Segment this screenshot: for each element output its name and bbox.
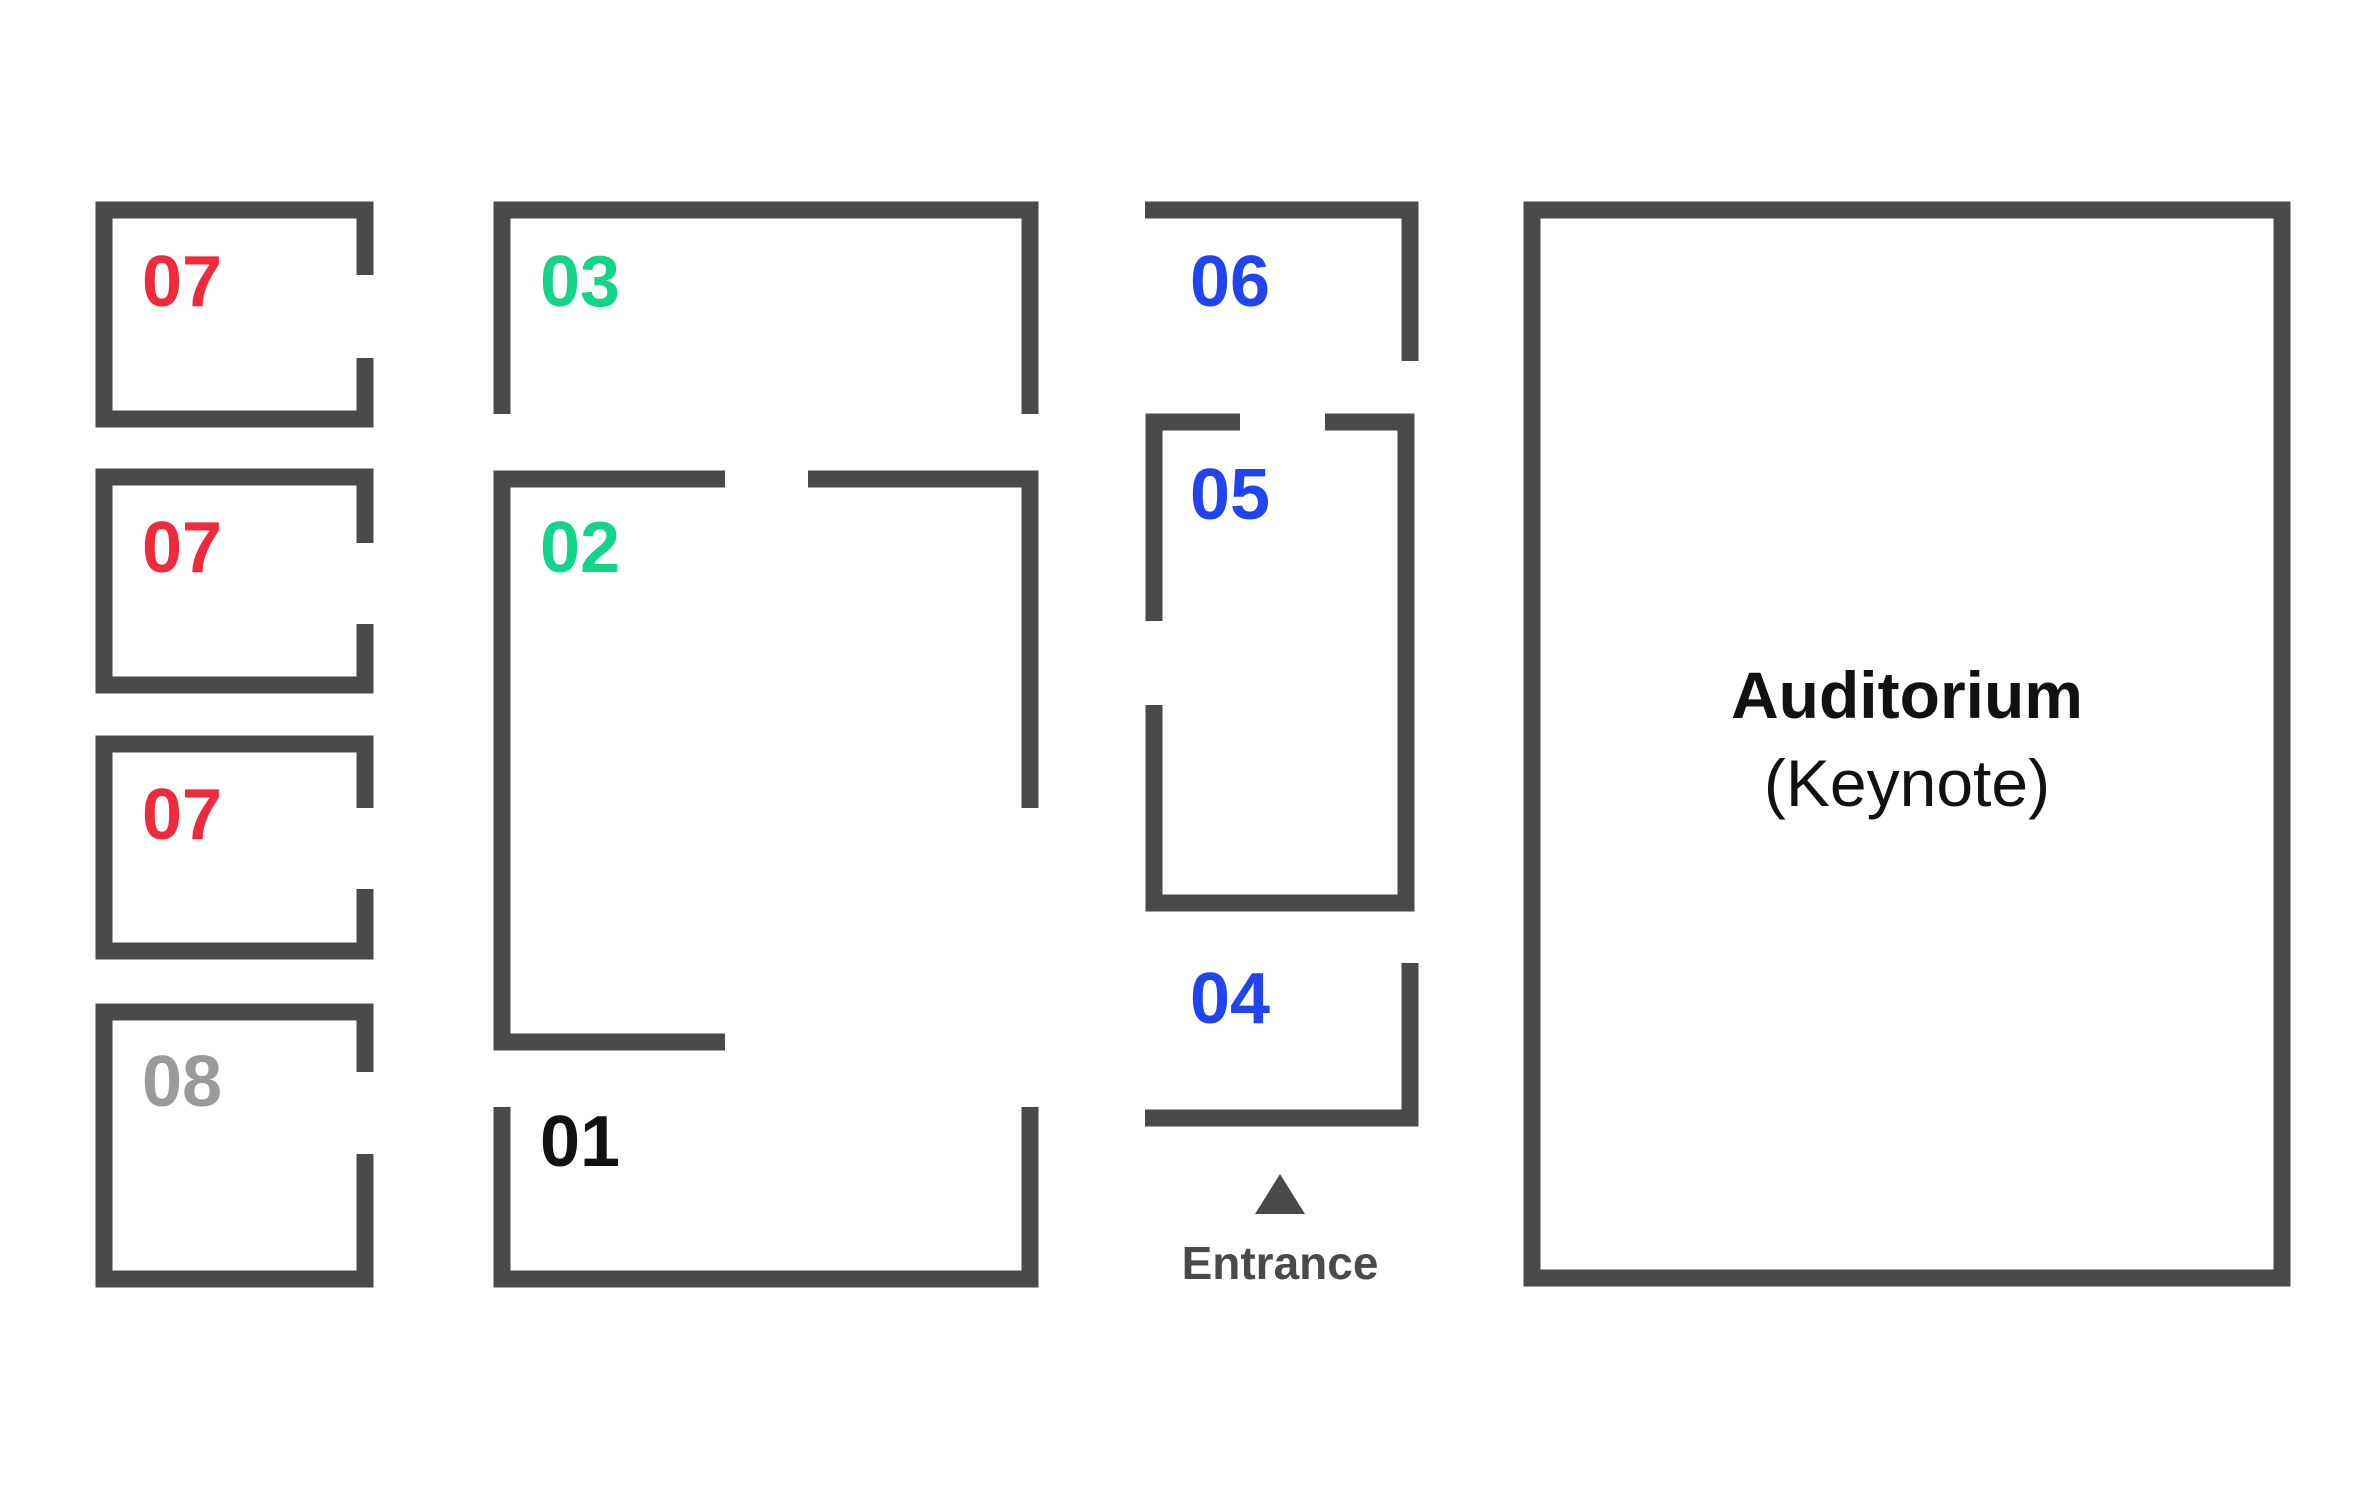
room-label-06: 06 <box>1190 242 1270 322</box>
room-07-a-walls <box>95 201 374 428</box>
room-07-c-walls <box>95 735 374 960</box>
room-06-walls <box>1145 201 1419 361</box>
room-08-walls <box>95 1003 374 1288</box>
room-label-07-b: 07 <box>142 508 222 588</box>
auditorium-subtitle: (Keynote) <box>1764 746 2050 820</box>
room-label-02: 02 <box>540 508 620 588</box>
room-label-03: 03 <box>540 242 620 322</box>
room-03-walls <box>493 201 1039 414</box>
room-01-walls <box>493 1107 1039 1288</box>
room-label-05: 05 <box>1190 455 1270 535</box>
room-label-01: 01 <box>540 1102 620 1182</box>
auditorium-title: Auditorium <box>1731 658 2083 732</box>
entrance-label: Entrance <box>1182 1237 1379 1289</box>
room-02-walls <box>493 470 1039 1051</box>
auditorium-walls <box>1523 201 2291 1287</box>
room-label-07-c: 07 <box>142 775 222 855</box>
room-07-b-walls <box>95 468 374 694</box>
room-05-walls <box>1145 413 1415 912</box>
up-triangle-icon <box>1255 1174 1305 1214</box>
room-04-walls <box>1145 963 1419 1127</box>
room-label-08: 08 <box>142 1042 222 1122</box>
room-label-04: 04 <box>1190 959 1270 1039</box>
room-label-07-a: 07 <box>142 242 222 322</box>
